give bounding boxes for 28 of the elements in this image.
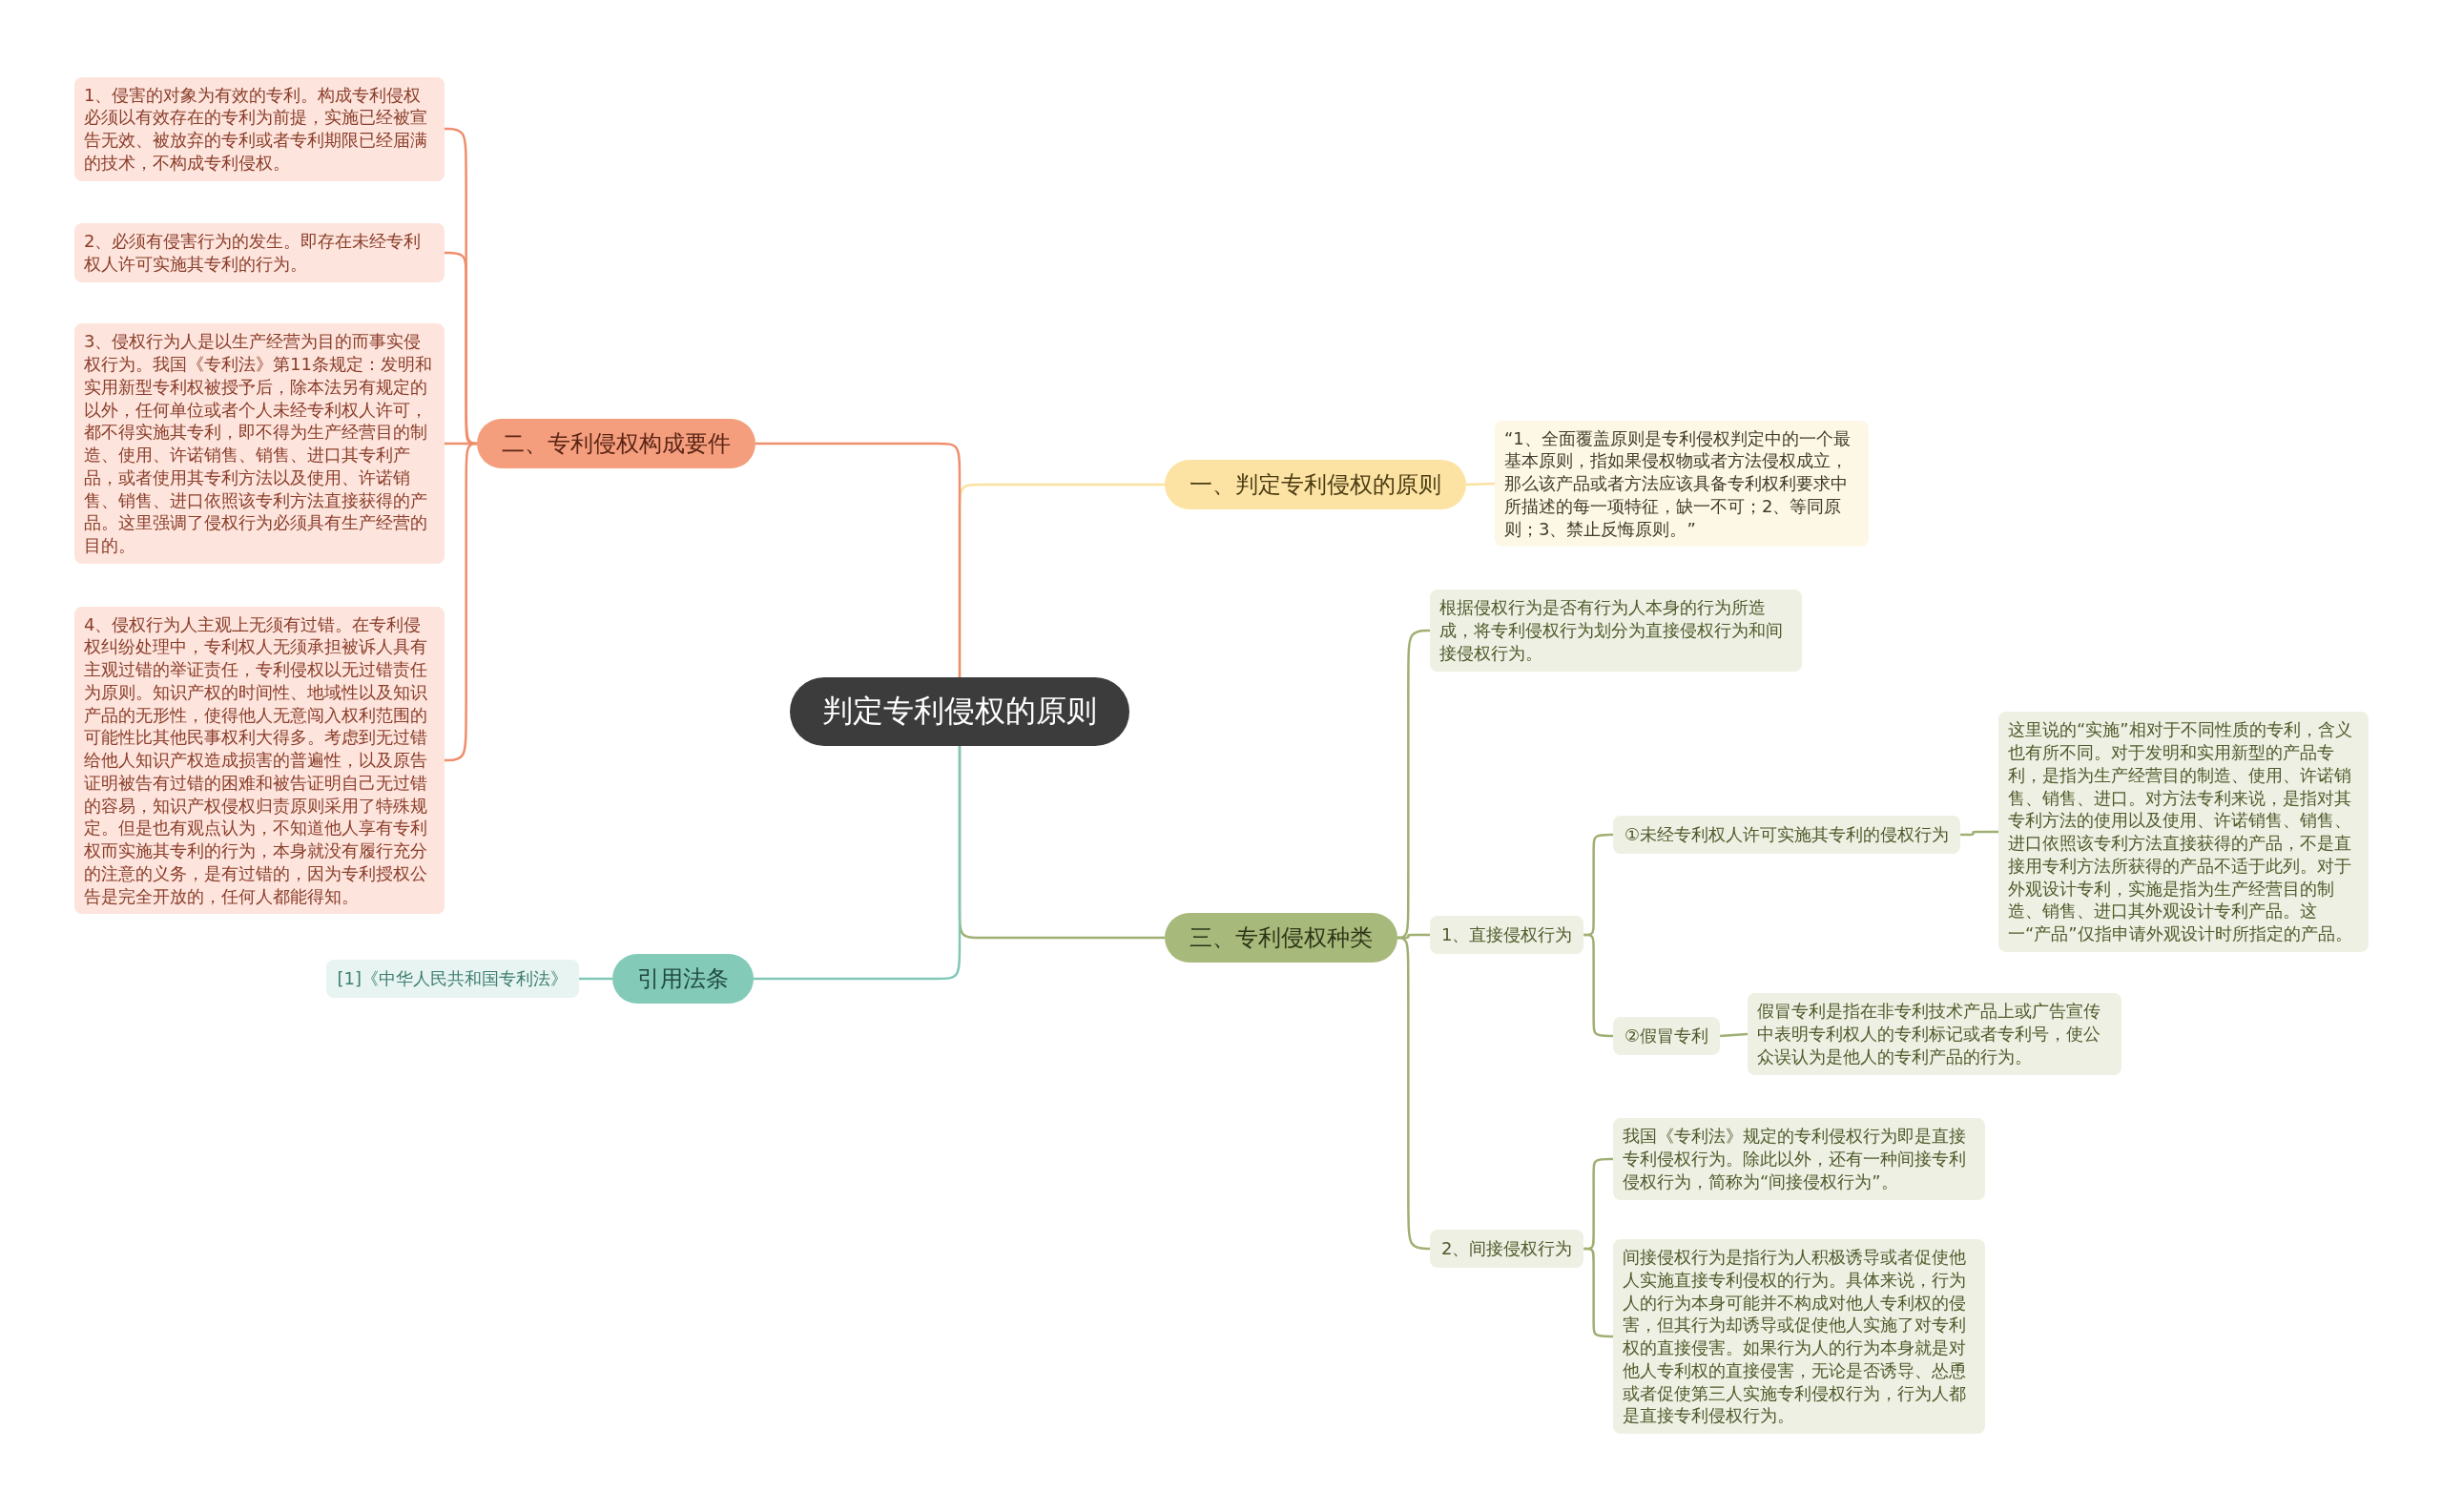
connector-line <box>1583 933 1613 1038</box>
branch-topic: 二、专利侵权构成要件 <box>477 419 755 468</box>
subtopic-box: 1、直接侵权行为 <box>1430 916 1584 954</box>
subtopic-box: ①未经专利权人许可实施其专利的侵权行为 <box>1613 816 1961 854</box>
subtopic-box: 2、间接侵权行为 <box>1430 1230 1584 1268</box>
connector-line <box>1720 1032 1749 1038</box>
note-box: 间接侵权行为是指行为人积极诱导或者促使他人实施直接专利侵权的行为。具体来说，行为人的行为本身可能并不构成对他人专利权的侵害，但其行为却诱导或促使他人实施了对专利权的直接侵害。如果行为人的行为本身就是对他人专利权的直接侵害，无论是否诱导、怂恿或者促使第三人实施专利侵权行为，行为人都是直接专利侵权行为。 <box>1613 1239 1985 1434</box>
connector-line <box>1465 482 1496 487</box>
subtopic-box: ②假冒专利 <box>1613 1017 1721 1055</box>
branch-topic: 一、判定专利侵权的原则 <box>1165 460 1466 509</box>
connector-line <box>1583 1247 1613 1338</box>
note-box: “1、全面覆盖原则是专利侵权判定中的一个最基本原则，指如果侵权物或者方法侵权成立，那么该产品或者方法应该具备专利权利要求中所描述的每一项特征，缺一不可；2、等同原则；3、禁止反悔原则。” <box>1495 420 1869 548</box>
connector-line <box>579 977 612 981</box>
reference-box: [1]《中华人民共和国专利法》 <box>325 960 579 998</box>
note-box: 我国《专利法》规定的专利侵权行为即是直接专利侵权行为。除此以外，还有一种间接专利侵权行为，简称为“间接侵权行为”。 <box>1613 1118 1985 1200</box>
connector-line <box>754 746 962 981</box>
note-box: 根据侵权行为是否有行为人本身的行为所造成，将专利侵权行为划分为直接侵权行为和间接侵权行为。 <box>1430 590 1802 672</box>
central-topic: 判定专利侵权的原则 <box>790 677 1129 746</box>
note-box: 假冒专利是指在非专利技术产品上或广告宣传中表明专利权人的专利标记或者专利号，使公众误认为是他人的专利产品的行为。 <box>1748 993 2121 1075</box>
connector-line <box>755 442 962 677</box>
connector-line <box>1960 830 1998 837</box>
note-box: 这里说的“实施”相对于不同性质的专利，含义也有所不同。对于发明和实用新型的产品专利，是指为生产经营目的制造、使用、许诺销售、销售、进口。对方法专利来说，是指对其专利方法的使用以及使用、许诺销售、销售、进口依照该专利方法直接获得的产品，不是直接用专利方法所获得的产品不适于此列。对于外观设计专利，实施是指为生产经营目的制造、销售、进口其外观设计专利产品。这一“产品”仅指申请外观设计时所指定的产品。 <box>1998 712 2369 952</box>
note-box: 2、必须有侵害行为的发生。即存在未经专利权人许可实施其专利的行为。 <box>74 223 445 282</box>
note-box: 4、侵权行为人主观上无须有过错。在专利侵权纠纷处理中，专利权人无须承担被诉人具有主观过错的举证责任，专利侵权以无过错责任为原则。知识产权的时间性、地域性以及知识产品的无形性，使得他人无意闯入权利范围的可能性比其他民事权利大得多。考虑到无过错给他人知识产权造成损害的普遍性，以及原告证明被告有过错的困难和被告证明自己无过错的容易，知识产权侵权归责原则采用了特殊规定。但是也有观点认为，不知道他人享有专利权而实施其专利的行为，本身就没有履行充分的注意的义务，是有过错的，因为专利授权公告是完全开放的，任何人都能得知。 <box>74 606 445 915</box>
branch-topic: 引用法条 <box>612 954 754 1004</box>
note-box: 1、侵害的对象为有效的专利。构成专利侵权必须以有效存在的专利为前提，实施已经被宣告无效、被放弃的专利或者专利期限已经届满的技术，不构成专利侵权。 <box>74 76 445 181</box>
branch-topic: 三、专利侵权种类 <box>1165 913 1397 963</box>
note-box: 3、侵权行为人是以生产经营为目的而事实侵权行为。我国《专利法》第11条规定：发明和实用新型专利权被授予后，除本法另有规定的以外，任何单位或者个人未经专利权人许可，都不得实施其专利，即不得为生产经营目的制造、使用、许诺销售、销售、进口其专利产品，或者使用其专利方法以及使用、许诺销售、销售、进口依照该专利方法直接获得的产品。这里强调了侵权行为必须具有生产经营的目的。 <box>74 323 445 564</box>
